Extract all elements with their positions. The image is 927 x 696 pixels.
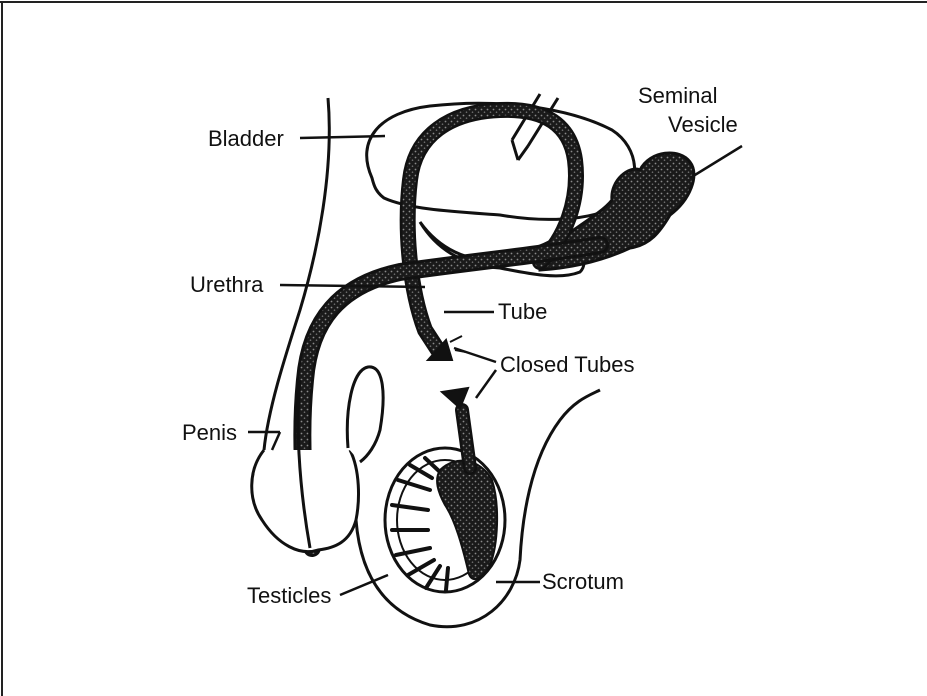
label-penis: Penis xyxy=(182,420,237,445)
label-seminal-vesicle-2: Vesicle xyxy=(668,112,738,137)
penis-outline xyxy=(252,450,359,552)
testicle-shape xyxy=(385,410,505,592)
label-urethra: Urethra xyxy=(190,272,264,297)
label-tube: Tube xyxy=(498,299,547,324)
label-scrotum: Scrotum xyxy=(542,569,624,594)
spermatic-loop xyxy=(347,367,383,462)
label-testicles: Testicles xyxy=(247,583,331,608)
label-seminal-vesicle-1: Seminal xyxy=(638,83,717,108)
label-closed-tubes: Closed Tubes xyxy=(500,352,635,377)
label-bladder: Bladder xyxy=(208,126,284,151)
